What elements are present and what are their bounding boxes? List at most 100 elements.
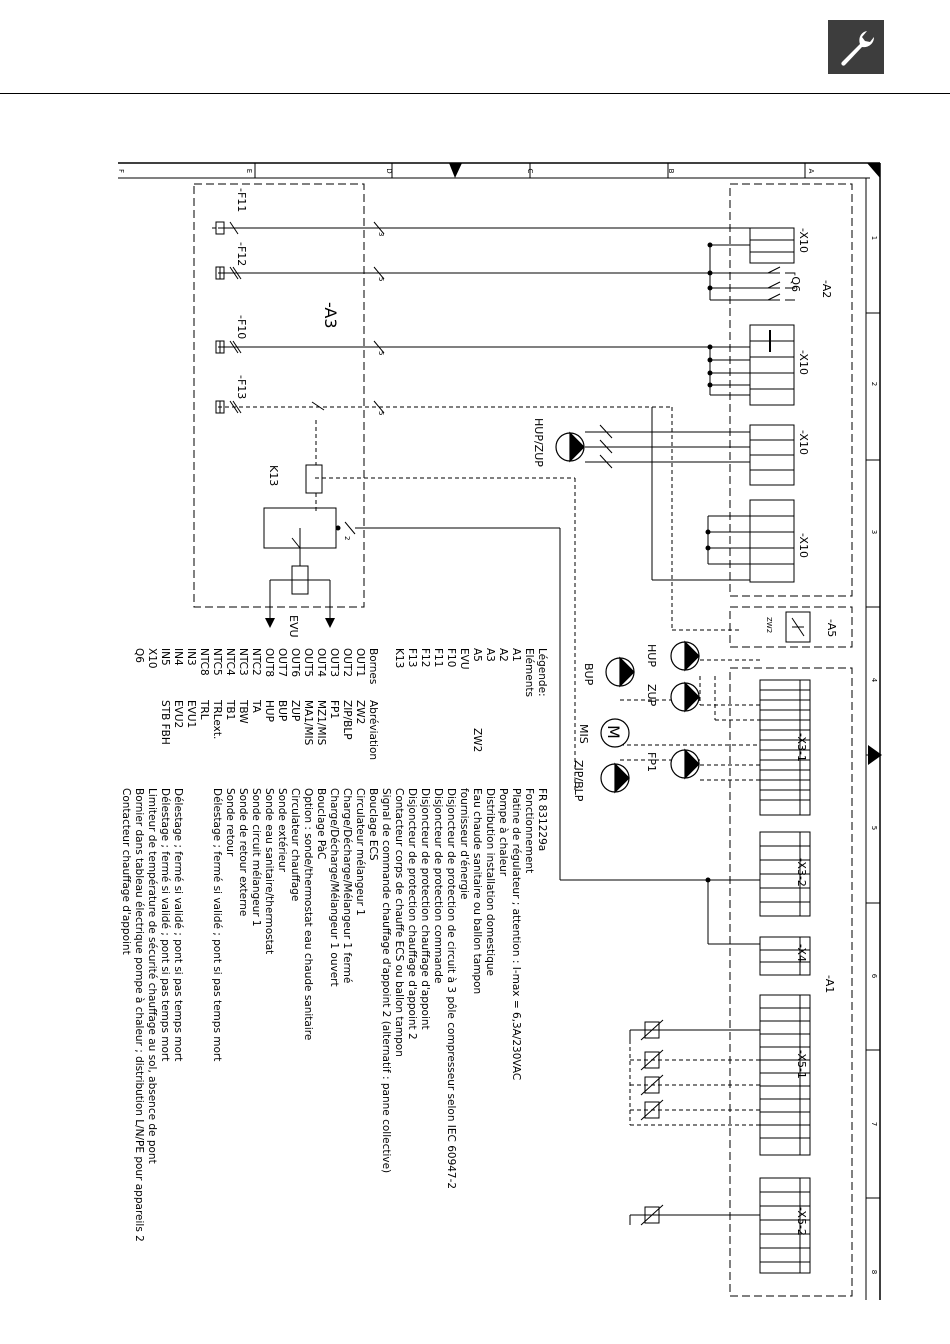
legend-terminal-desc: Circulateur chauffage (289, 788, 301, 901)
column-label: F (117, 169, 125, 173)
legend-terminal-abbr: ZUP (289, 700, 301, 721)
legend-terminal-abbr: MA1/MIS (302, 700, 314, 746)
legend-code: F12 (419, 648, 431, 667)
row-label: 4 (870, 678, 878, 683)
label-x4: -X4 (795, 944, 808, 962)
legend-desc: Eau chaude sanitaire ou ballon tampon (471, 788, 483, 994)
legend-terminal-abbr: TB1 (224, 699, 236, 720)
legend-terminal-code: IN4 (172, 648, 184, 666)
label-x10: -X10 (797, 228, 810, 253)
row-label: 7 (870, 1122, 878, 1126)
legend-terminal-desc: Limiteur de température de sécurité chau… (146, 788, 158, 1164)
motor-symbol: M (604, 725, 623, 739)
module-labels: -A2 -X10 -Q6 -X10 -X10 -X10 -A5 ZW2 -X3-… (235, 188, 838, 1236)
label-wire-count: 2 (343, 536, 351, 540)
label-a2: -A2 (820, 280, 833, 298)
label-pump-zip-blp: ZIP/BLP (572, 760, 585, 802)
column-label: B (667, 169, 675, 174)
legend-terminal-code: OUT7 (276, 648, 288, 677)
q6-contacts (767, 266, 781, 301)
a5-symbol (785, 611, 811, 643)
breaker-symbols (212, 221, 242, 414)
legend-code: F11 (432, 648, 444, 667)
label-a5: -A5 (825, 619, 838, 637)
label-a3: -A3 (321, 302, 340, 329)
column-labels: A B C D E F (117, 168, 815, 173)
legend-code: K13 (393, 648, 405, 668)
legend-terminal-abbr: ZIP/BLP (341, 700, 353, 740)
legend-code: A3 (484, 648, 496, 662)
legend-terminal-abbr: MZ1/MIS (315, 700, 327, 746)
junction-dots (335, 242, 713, 883)
dashed-wires (218, 406, 760, 1126)
legend-terminal-code: OUT2 (341, 648, 353, 677)
legend-terminal-desc: Charge/Décharge/Mélangeur 1 ouvert (328, 788, 340, 987)
frame-markers (449, 163, 882, 765)
label-wire-count: 3 (377, 232, 385, 236)
pump-symbols (555, 431, 700, 794)
row-label: 8 (870, 1270, 878, 1274)
legend-terminal-desc: Bouclage PàC (315, 788, 327, 860)
legend-terminal-desc: Délestage ; fermé si validé ; pont si pa… (159, 788, 171, 1061)
label-zw2: ZW2 (765, 617, 773, 633)
sensor-symbols (640, 1019, 664, 1226)
legend-terminal-code: IN3 (185, 648, 197, 666)
legend-terminal-code: NTC3 (237, 648, 249, 676)
column-label: A (807, 169, 815, 174)
row-label: 3 (870, 530, 878, 534)
legend-terminal-desc: Option : sonde/thermostat eau chaude san… (302, 788, 314, 1040)
label-x3-1: -X3-1 (795, 733, 808, 762)
legend-terminal-abbr: TA (250, 699, 262, 714)
legend-terminal-abbr: FP1 (328, 700, 340, 719)
legend-terminal-code: OUT4 (315, 648, 327, 677)
legend-terminals-header: Bornes (367, 648, 379, 684)
legend-code: A1 (510, 648, 522, 662)
legend-terminal-desc: Sonde extérieur (276, 788, 288, 873)
label-pump-fp1: FP1 (645, 752, 658, 772)
legend-terminal-desc: Sonde retour (224, 788, 236, 857)
legend-desc: Platine de régulateur ; attention : I-ma… (510, 788, 522, 1080)
wire-slashes (311, 221, 613, 535)
label-wire-count: 5 (377, 411, 385, 415)
legend-terminal-code: OUT5 (302, 648, 314, 677)
label-pump-bup: BUP (582, 663, 595, 686)
terminal-strips (749, 227, 811, 1274)
label-pump-hup: HUP (645, 644, 658, 667)
label-f12: -F12 (235, 242, 248, 266)
legend-terminal-code: OUT6 (289, 648, 301, 677)
label-q6: -Q6 (789, 272, 802, 292)
label-pump-hup-zup: HUP/ZUP (532, 418, 545, 467)
label-a1: -A1 (823, 975, 836, 993)
label-x10: -X10 (797, 533, 810, 558)
column-label: D (385, 168, 393, 173)
legend-terminal-code: IN5 (159, 648, 171, 666)
legend-terminal-abbr: STB FBH (159, 700, 171, 745)
label-x5-2: -X5-2 (795, 1207, 808, 1236)
drawing-frame (118, 162, 881, 1300)
legend-code: EVU (458, 648, 470, 670)
legend-desc: Disjoncteur de protection commande (432, 788, 444, 983)
row-label: 6 (870, 974, 878, 979)
legend-terminal-code: NTC8 (198, 648, 210, 676)
row-labels: 1 2 3 4 5 6 7 8 (870, 236, 878, 1274)
wrench-icon (828, 20, 884, 74)
row-label: 2 (870, 382, 878, 386)
label-evu: EVU (287, 615, 300, 638)
legend-desc: Fonctionnement (523, 788, 535, 873)
k13-contactor (263, 464, 337, 620)
legend-code: A5 (471, 648, 483, 662)
legend-elements-header: Eléments (523, 648, 535, 697)
legend-terminal-code: X10 (146, 648, 158, 669)
label-f10: -F10 (235, 315, 248, 339)
legend-terminal-code: NTC5 (211, 648, 223, 676)
legend-terminal-abbr: TRL (198, 699, 210, 720)
legend-terminal-desc: Bouclage ECS (367, 788, 379, 861)
legend-terminal-abbr: EVU1 (185, 700, 197, 728)
legend-desc: Disjoncteur de protection de circuit à 3… (445, 788, 457, 1189)
row-label: 1 (870, 236, 878, 240)
legend-terminal-desc: Sonde de retour externe (237, 788, 249, 916)
legend-terminal-desc: Délestage ; fermé si validé ; pont si pa… (211, 788, 223, 1061)
legend-terminal-code: NTC4 (224, 648, 236, 676)
